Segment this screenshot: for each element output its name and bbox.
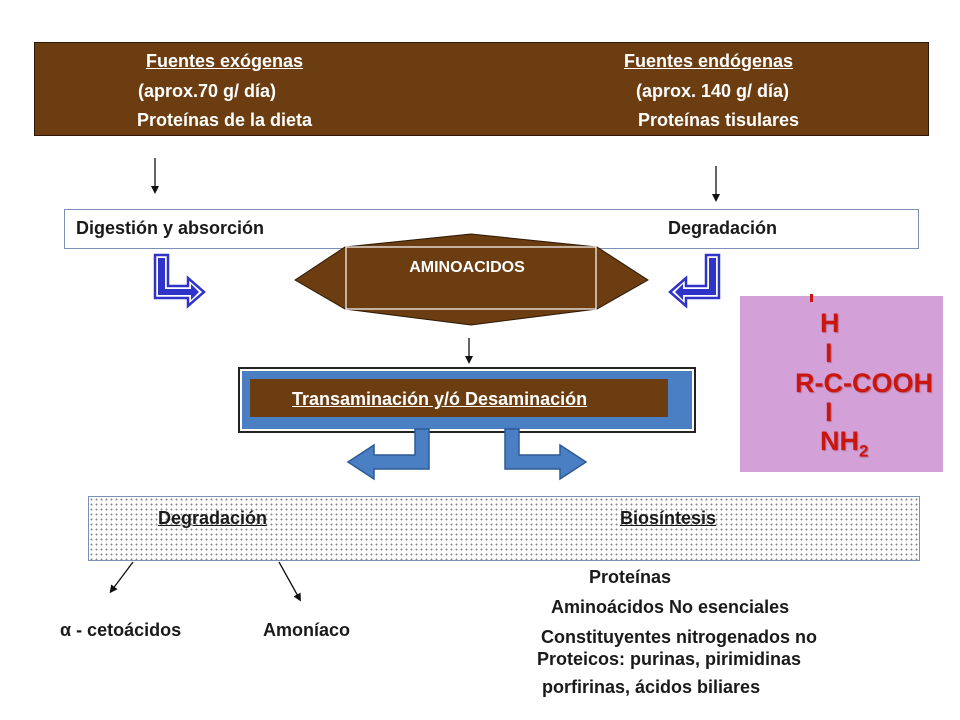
exogenous-amount: (aprox.70 g/ día) <box>138 81 277 101</box>
exogenous-heading: Fuentes exógenas <box>146 51 304 71</box>
amino-acid-pool-frame <box>345 246 597 310</box>
amino-acid-formula: H I R-C-COOH I NH2 <box>740 294 943 472</box>
formula-bond-stub <box>810 294 813 302</box>
split-arrow-left <box>346 428 430 481</box>
digestion-label: Digestión y absorción <box>76 218 265 238</box>
ammonia-label: Amoníaco <box>263 620 351 640</box>
arrow-to-ammonia <box>278 561 301 602</box>
endogenous-heading: Fuentes endógenas <box>624 51 794 71</box>
endogenous-label: Proteínas tisulares <box>638 110 800 130</box>
formula-bond-top: I <box>825 338 833 368</box>
degradation-process-label: Degradación <box>668 218 778 238</box>
biosynthesis-line-3: Constituyentes nitrogenados no <box>541 627 818 647</box>
degradation-heading: Degradación <box>158 508 268 528</box>
fates-box <box>88 496 920 561</box>
transformation-label: Transaminación y/ó Desaminación <box>292 389 588 409</box>
biosynthesis-line-4: Proteicos: purinas, pirimidinas <box>537 649 802 669</box>
protein-sources-box <box>34 42 929 136</box>
biosynthesis-line-5: porfirinas, ácidos biliares <box>542 677 761 697</box>
split-arrow-right <box>504 428 588 481</box>
formula-h: H <box>820 308 840 338</box>
formula-amine: NH2 <box>820 426 868 461</box>
formula-amine-nh: NH <box>820 426 859 456</box>
exogenous-label: Proteínas de la dieta <box>137 110 313 130</box>
endogenous-amount: (aprox. 140 g/ día) <box>636 81 790 101</box>
amino-acid-pool-label: AMINOACIDOS <box>409 259 525 276</box>
formula-amine-subscript: 2 <box>859 441 869 461</box>
right-bent-arrow <box>668 253 721 309</box>
left-bent-arrow <box>153 253 206 309</box>
transformation-box <box>250 379 668 417</box>
cetoacids-label: α - cetoácidos <box>60 620 182 640</box>
formula-chain: R-C-COOH <box>795 368 933 398</box>
formula-bond-bottom: I <box>825 397 833 427</box>
amino-acid-pool-shape <box>294 233 649 326</box>
arrow-to-cetoacids <box>109 561 134 594</box>
biosynthesis-line-1: Proteínas <box>589 567 672 587</box>
biosynthesis-heading: Biosíntesis <box>620 508 717 528</box>
biosynthesis-line-2: Aminoácidos No esenciales <box>551 597 790 617</box>
